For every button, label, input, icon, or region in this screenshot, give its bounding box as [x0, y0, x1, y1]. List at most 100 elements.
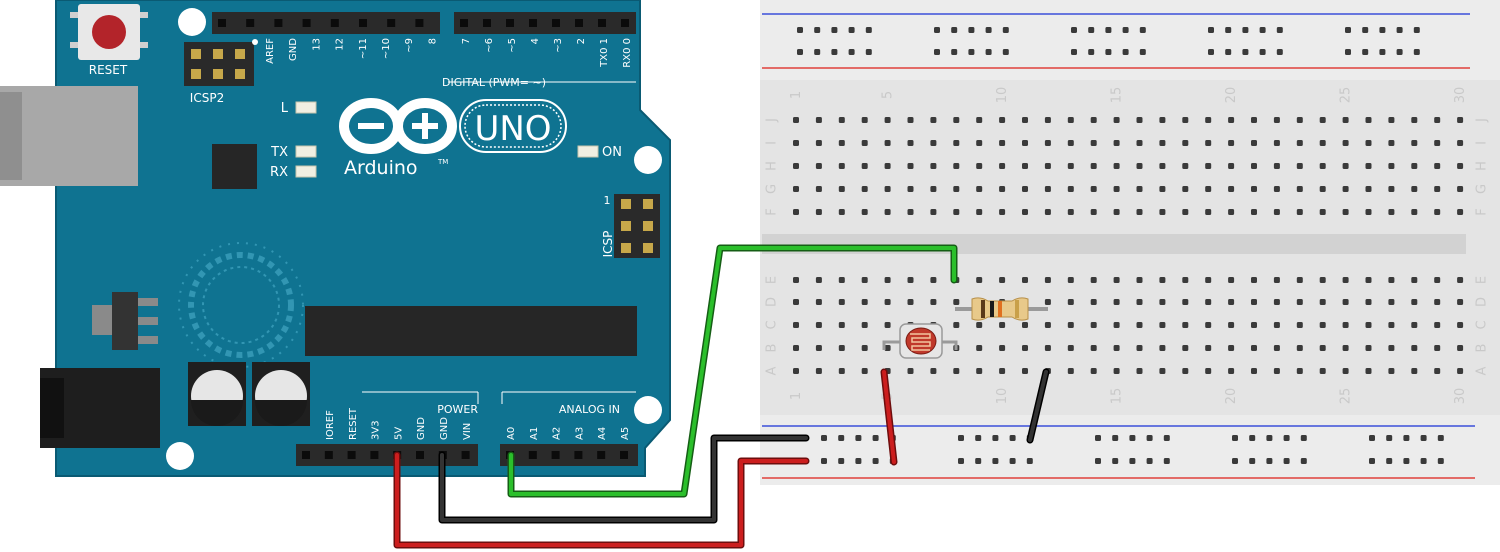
breadboard-hole — [976, 117, 983, 123]
breadboard-hole — [1457, 299, 1464, 305]
breadboard-hole — [1434, 322, 1441, 328]
breadboard-hole — [838, 322, 845, 328]
breadboard-hole — [1300, 435, 1307, 441]
breadboard-hole — [838, 345, 845, 351]
breadboard-hole — [1342, 117, 1349, 123]
breadboard-hole — [999, 209, 1006, 215]
digital-header-label: DIGITAL (PWM= ~) — [442, 76, 546, 89]
breadboard-hole — [1251, 322, 1257, 328]
column-number: 10 — [995, 388, 1010, 405]
breadboard-hole — [1113, 299, 1120, 305]
breadboard-hole — [884, 322, 891, 328]
breadboard-hole — [884, 117, 891, 123]
icsp-pin1-label: 1 — [604, 194, 611, 207]
breadboard-hole — [1090, 186, 1097, 192]
breadboard-hole — [1136, 368, 1143, 374]
breadboard-hole — [1022, 322, 1028, 328]
row-letter: A — [765, 366, 780, 375]
pin-socket — [246, 19, 255, 27]
reset-button-cap[interactable] — [92, 15, 126, 49]
breadboard-hole — [1251, 368, 1257, 374]
jumper-black — [1028, 370, 1048, 442]
breadboard-hole — [999, 322, 1006, 328]
breadboard-hole — [1113, 277, 1120, 283]
breadboard-hole — [1362, 27, 1369, 33]
breadboard-hole — [884, 186, 891, 192]
breadboard-hole — [953, 140, 960, 146]
bottom-pin-sockets — [302, 451, 628, 459]
breadboard-hole — [1228, 163, 1235, 169]
pin-label: A2 — [552, 427, 563, 440]
breadboard-hole — [1273, 140, 1280, 146]
breadboard-hole — [793, 277, 799, 283]
breadboard-hole — [861, 140, 868, 146]
icsp2-pin — [235, 69, 245, 79]
icsp2-label: ICSP2 — [190, 91, 224, 105]
row-letter: B — [1475, 344, 1490, 353]
pin-socket — [551, 451, 560, 459]
led-tx — [295, 145, 317, 158]
breadboard-hole — [1067, 368, 1074, 374]
breadboard-hole — [1457, 322, 1464, 328]
reset-button-leg — [70, 42, 78, 48]
breadboard-hole — [1044, 322, 1051, 328]
icsp-pin — [643, 221, 653, 231]
breadboard-hole — [1283, 458, 1290, 464]
breadboard-hole — [907, 368, 914, 374]
led-on-label: ON — [602, 145, 622, 160]
breadboard-hole — [1365, 368, 1372, 374]
breadboard-hole — [1319, 186, 1326, 192]
row-letter: D — [1475, 297, 1490, 307]
breadboard-hole — [1159, 345, 1166, 351]
regulator-leg — [138, 336, 158, 344]
breadboard-hole — [793, 163, 799, 169]
breadboard-hole — [1067, 322, 1074, 328]
breadboard-hole — [1388, 299, 1395, 305]
breadboard-hole — [1457, 345, 1464, 351]
breadboard-hole — [1319, 299, 1326, 305]
breadboard-hole — [1159, 186, 1166, 192]
row-letter: E — [765, 276, 780, 284]
breadboard-hole — [815, 186, 822, 192]
breadboard-hole — [1136, 117, 1143, 123]
breadboard-hole — [1457, 163, 1464, 169]
pin-label: 4 — [530, 38, 541, 44]
breadboard-hole — [1090, 163, 1097, 169]
pin-label: ~10 — [381, 38, 392, 59]
led-l-label: L — [281, 101, 289, 116]
pin-label: GND — [439, 417, 450, 440]
column-number: 25 — [1339, 388, 1354, 405]
row-letter: J — [1475, 118, 1490, 123]
pin-label: 5V — [393, 427, 404, 440]
breadboard-hole — [953, 186, 960, 192]
breadboard-hole — [930, 163, 937, 169]
breadboard-hole — [1251, 345, 1257, 351]
breadboard-hole — [815, 299, 822, 305]
breadboard-hole — [930, 299, 937, 305]
breadboard-hole — [815, 368, 822, 374]
breadboard-hole — [815, 322, 822, 328]
pin-label: IOREF — [325, 410, 336, 440]
digital-header-left — [212, 12, 440, 34]
reset-button-leg — [70, 12, 78, 18]
breadboard-hole — [1457, 209, 1464, 215]
arduino-logo-text: Arduino — [344, 157, 418, 179]
breadboard-hole — [1369, 435, 1375, 441]
capacitor — [252, 362, 310, 426]
breadboard-hole — [1163, 435, 1170, 441]
breadboard-hole — [1022, 163, 1028, 169]
breadboard-hole — [1362, 49, 1369, 55]
breadboard-hole — [1413, 49, 1420, 55]
breadboard-hole — [968, 27, 975, 33]
breadboard-hole — [1182, 186, 1189, 192]
breadboard-hole — [1365, 322, 1372, 328]
column-number: 20 — [1224, 388, 1239, 405]
breadboard-hole — [930, 140, 937, 146]
breadboard-hole — [1067, 140, 1074, 146]
breadboard-hole — [1411, 117, 1418, 123]
breadboard-hole — [1228, 345, 1235, 351]
breadboard-hole — [1379, 49, 1386, 55]
breadboard-hole — [884, 140, 891, 146]
breadboard-hole — [1022, 277, 1028, 283]
